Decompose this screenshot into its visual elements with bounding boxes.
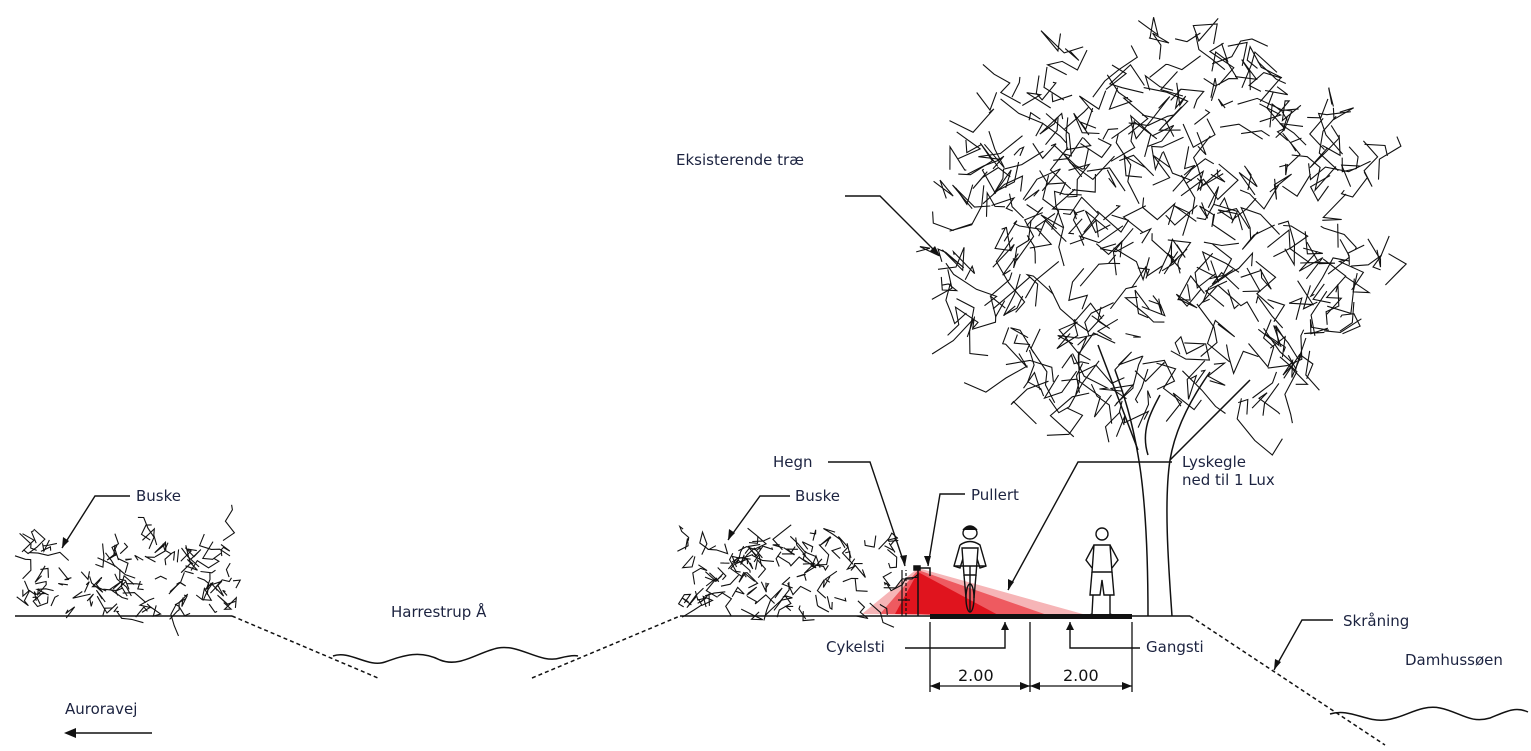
- terrain-lines: [15, 615, 1529, 746]
- label-eksisterende-trae: Eksisterende træ: [676, 151, 804, 169]
- bank-left-dashed: [231, 615, 379, 679]
- river-water: [332, 646, 579, 664]
- leader-buske-right: [727, 495, 790, 541]
- bush-left-icon: [14, 504, 242, 637]
- leader-cykelsti: [905, 622, 1006, 649]
- bush-right-icon: [677, 524, 919, 628]
- label-auroravej: Auroravej: [65, 700, 138, 718]
- label-damhussoeen: Damhussøen: [1405, 651, 1503, 669]
- leader-skraaning: [1273, 619, 1333, 671]
- label-buske-left: Buske: [136, 487, 181, 505]
- dimension-gangsti: 2.00: [1063, 666, 1099, 685]
- leader-arrowheads: [62, 246, 1281, 670]
- hegn-icon: [898, 570, 910, 616]
- label-pullert: Pullert: [971, 486, 1019, 504]
- label-lyskegle-line2: ned til 1 Lux: [1182, 471, 1275, 489]
- label-hegn: Hegn: [773, 453, 813, 471]
- pedestrian-icon: [1085, 527, 1119, 617]
- leader-trae: [845, 195, 941, 257]
- leader-lines: [61, 195, 1333, 671]
- label-lyskegle-line1: Lyskegle: [1182, 453, 1246, 471]
- cyclist-icon: [953, 525, 987, 613]
- label-cykelsti: Cykelsti: [826, 638, 885, 656]
- gangsti-surface: [1030, 614, 1132, 619]
- slope-dashed: [1189, 615, 1386, 746]
- label-harrestrup: Harrestrup Å: [391, 603, 487, 621]
- dimension-cykelsti: 2.00: [958, 666, 994, 685]
- dimension-arrowheads: [930, 682, 1132, 690]
- leader-lyskegle: [1007, 461, 1172, 591]
- leader-buske-left: [61, 495, 130, 549]
- label-buske-right: Buske: [795, 487, 840, 505]
- lake-water: [1329, 706, 1529, 721]
- leader-hegn: [828, 461, 906, 567]
- label-gangsti: Gangsti: [1146, 638, 1204, 656]
- cykelsti-surface: [930, 614, 1030, 619]
- tree-crown-icon: [916, 17, 1408, 456]
- leader-pullert: [927, 493, 965, 567]
- pullert-icon: [913, 565, 931, 616]
- auroravej-arrow-icon: [64, 728, 152, 738]
- leader-gangsti: [1069, 622, 1140, 649]
- bank-right-dashed: [531, 615, 681, 679]
- label-skraaning: Skråning: [1343, 612, 1410, 630]
- paths: [930, 614, 1132, 619]
